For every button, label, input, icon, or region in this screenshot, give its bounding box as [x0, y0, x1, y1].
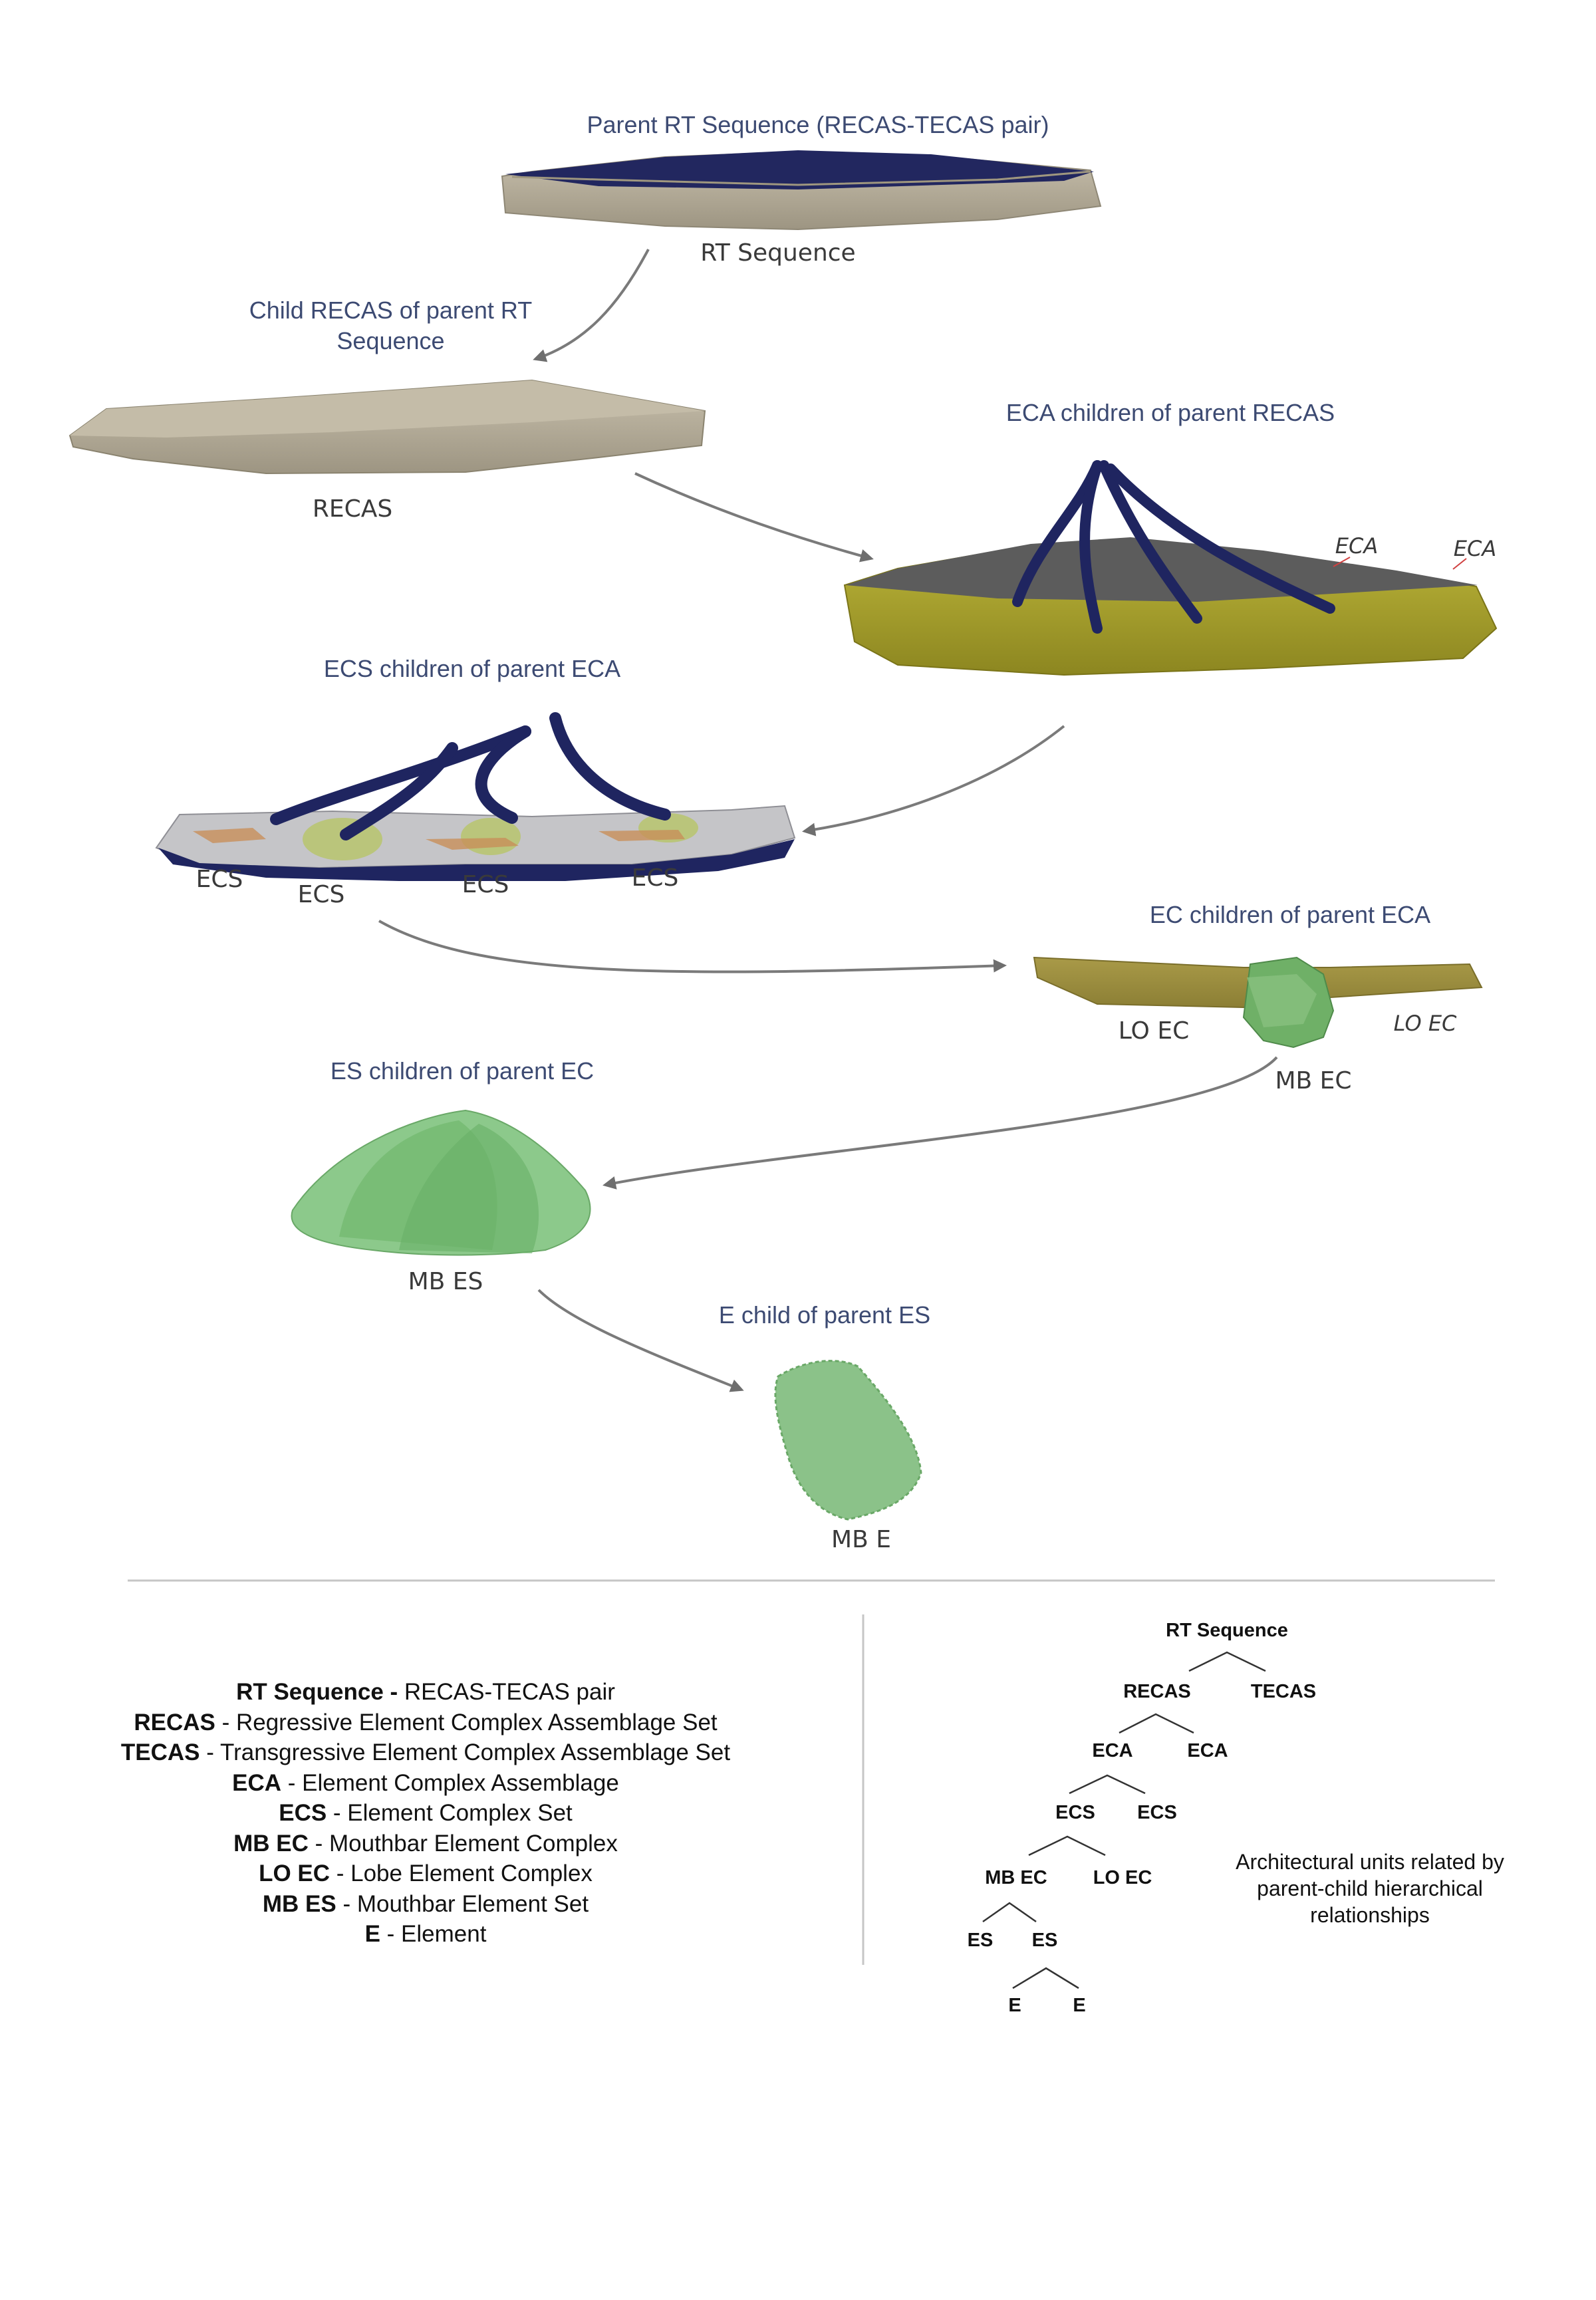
label-mb-e: MB E: [831, 1526, 891, 1553]
flow-arrows: [378, 249, 1278, 1392]
ecs-block: [155, 712, 796, 881]
label-ecs-2: ECS: [297, 881, 345, 908]
tree-node-recas: RECAS: [1123, 1681, 1191, 1702]
label-eca-1: ECA: [1335, 533, 1379, 559]
tree-node-mb-ec: MB EC: [985, 1867, 1047, 1888]
label-eca-2: ECA: [1453, 536, 1497, 561]
ec-block: [1033, 956, 1483, 1049]
arrow-ec-to-es: [602, 1056, 1278, 1190]
caption-ec: EC children of parent ECA: [1149, 901, 1431, 928]
abbreviation-legend: RT Sequence - RECAS-TECAS pair RECAS - R…: [66, 1677, 785, 1950]
label-ecs-1: ECS: [196, 866, 243, 893]
tree-connectors: [982, 1651, 1266, 1989]
arrow-recas-to-eca: [634, 472, 874, 563]
es-block: [291, 1109, 591, 1256]
label-lo-ec-2: LO EC: [1393, 1011, 1457, 1036]
arrow-eca-to-ecs: [802, 725, 1065, 836]
rt-sequence-block: [501, 150, 1102, 231]
caption-es: ES children of parent EC: [330, 1057, 595, 1085]
label-ecs-4: ECS: [631, 864, 679, 892]
legend-row: ECA - Element Complex Assemblage: [232, 1769, 619, 1796]
label-lo-ec-1: LO EC: [1118, 1017, 1190, 1045]
tree-node-eca-1: ECA: [1092, 1740, 1133, 1761]
legend-row: RECAS - Regressive Element Complex Assem…: [134, 1709, 718, 1735]
arrow-rt-to-recas: [533, 249, 650, 362]
arrow-ecs-to-ec: [378, 920, 1007, 973]
caption-rt-sequence: Parent RT Sequence (RECAS-TECAS pair): [587, 111, 1049, 138]
label-mb-ec: MB EC: [1275, 1067, 1352, 1094]
legend-row: MB EC - Mouthbar Element Complex: [233, 1830, 618, 1856]
eca-block: [843, 460, 1498, 676]
legend-row: LO EC - Lobe Element Complex: [259, 1860, 593, 1886]
legend-row: E - Element: [364, 1921, 487, 1947]
label-rt-sequence: RT Sequence: [700, 239, 856, 267]
tree-node-eca-2: ECA: [1187, 1740, 1228, 1761]
caption-e: E child of parent ES: [718, 1301, 931, 1329]
caption-recas: Child RECAS of parent RT Sequence: [249, 297, 533, 354]
eca-label-tick-2: [1452, 558, 1467, 570]
label-ecs-3: ECS: [462, 871, 509, 898]
tree-node-e-2: E: [1073, 1995, 1086, 2016]
label-recas: RECAS: [312, 495, 393, 523]
tree-node-ecs-1: ECS: [1055, 1802, 1095, 1823]
legend-row: RT Sequence - RECAS-TECAS pair: [236, 1679, 615, 1705]
tree-node-e-1: E: [1008, 1995, 1021, 2016]
e-block: [774, 1360, 922, 1521]
tree-node-tecas: TECAS: [1250, 1681, 1317, 1702]
tree-node-rt-sequence: RT Sequence: [1166, 1620, 1288, 1641]
tree-node-es-1: ES: [967, 1930, 994, 1951]
legend-row: MB ES - Mouthbar Element Set: [262, 1890, 589, 1917]
caption-ecs: ECS children of parent ECA: [323, 655, 621, 682]
legend-row: TECAS - Transgressive Element Complex As…: [120, 1739, 731, 1765]
tree-node-ecs-2: ECS: [1137, 1802, 1177, 1823]
tree-note: Architectural units related by parent-ch…: [1236, 1850, 1504, 1927]
label-mb-es: MB ES: [408, 1268, 483, 1295]
recas-block: [68, 379, 706, 475]
tree-node-lo-ec: LO EC: [1093, 1867, 1152, 1888]
legend-row: ECS - Element Complex Set: [279, 1800, 573, 1826]
arrow-es-to-e: [537, 1289, 744, 1392]
tree-node-es-2: ES: [1031, 1930, 1058, 1951]
caption-eca: ECA children of parent RECAS: [1005, 399, 1335, 426]
eca-label-tick: [1333, 557, 1351, 567]
